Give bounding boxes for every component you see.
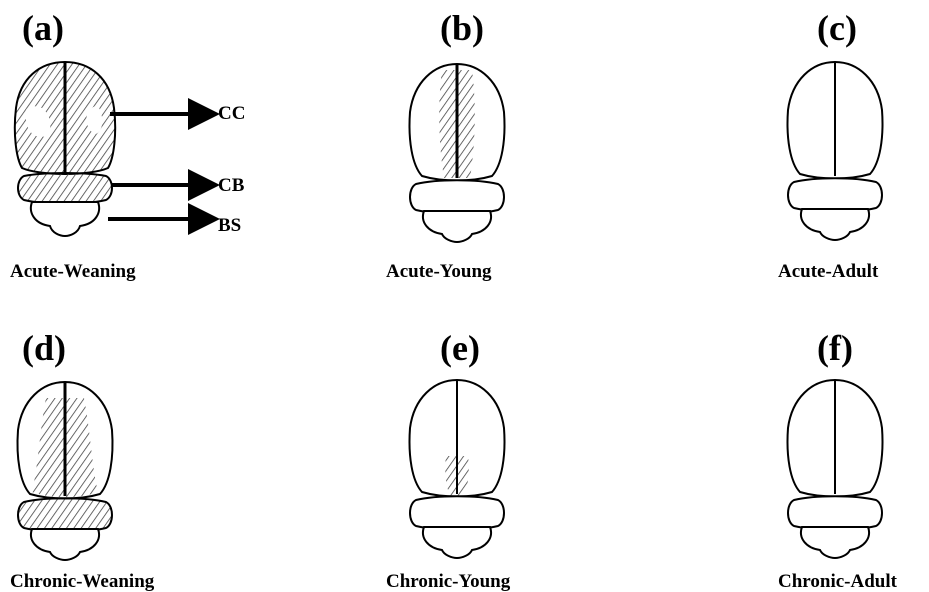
cerebellum xyxy=(410,180,504,214)
brainstem xyxy=(423,527,491,558)
brain-diagram-f xyxy=(780,376,890,558)
brainstem xyxy=(423,211,491,242)
brainstem xyxy=(801,209,869,240)
brainstem xyxy=(31,529,99,560)
region-label-bs: BS xyxy=(218,216,241,235)
brain-diagram-b xyxy=(402,60,512,240)
cerebellum xyxy=(788,496,882,530)
cerebellum xyxy=(18,498,112,532)
brain-diagram-e xyxy=(402,376,512,558)
cerebellum xyxy=(788,178,882,212)
caption-a: Acute-Weaning xyxy=(10,262,136,281)
caption-b: Acute-Young xyxy=(386,262,492,281)
region-label-cc: CC xyxy=(218,104,245,123)
caption-e: Chronic-Young xyxy=(386,572,510,591)
brain-diagram-c xyxy=(780,58,890,240)
brainstem xyxy=(801,527,869,558)
caption-c: Acute-Adult xyxy=(778,262,878,281)
cerebellum xyxy=(410,496,504,530)
region-label-cb: CB xyxy=(218,176,244,195)
brain-diagram-d xyxy=(10,378,120,560)
caption-f: Chronic-Adult xyxy=(778,572,897,591)
caption-d: Chronic-Weaning xyxy=(10,572,154,591)
